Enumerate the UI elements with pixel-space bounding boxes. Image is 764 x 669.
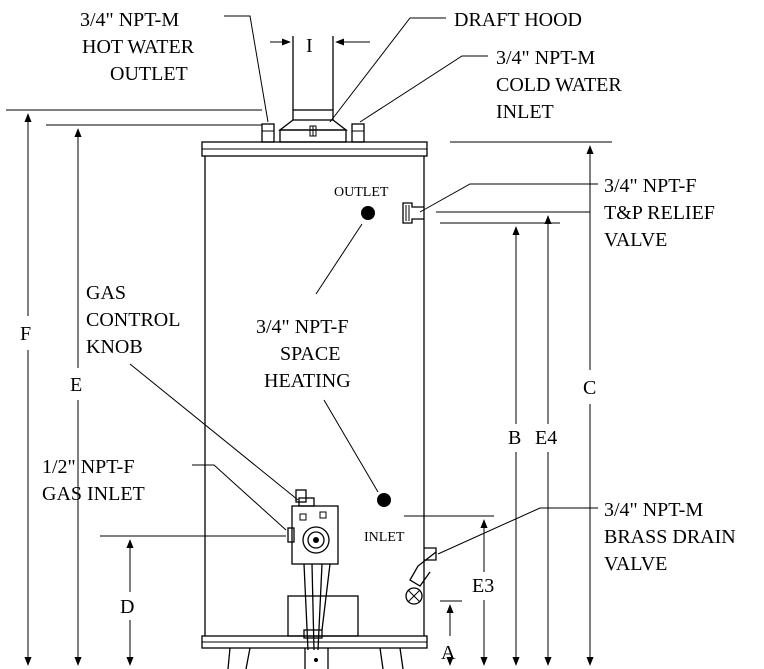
brass-drain-valve [405, 547, 437, 605]
svg-text:CONTROL: CONTROL [86, 309, 180, 331]
svg-text:3/4" NPT-F: 3/4" NPT-F [256, 316, 348, 338]
svg-text:3/4" NPT-F: 3/4" NPT-F [604, 175, 696, 197]
tank [201, 141, 428, 669]
label-draft-hood: DRAFT HOOD [454, 9, 582, 31]
dimension-e4: E4 [535, 215, 557, 666]
label-tp-relief-valve: 3/4" NPT-F T&P RELIEF VALVE [604, 175, 715, 251]
leader-cold-inlet [359, 55, 488, 123]
label-cold-water-inlet: 3/4" NPT-M COLD WATER INLET [496, 47, 622, 123]
label-dim-b: B [508, 427, 521, 449]
dimension-c: C [583, 145, 596, 666]
svg-text:GAS: GAS [86, 282, 126, 304]
leader-hot-outlet [224, 15, 269, 123]
dimension-b: B [508, 226, 521, 666]
svg-text:GAS INLET: GAS INLET [42, 483, 145, 505]
leader-gas-knob [129, 363, 299, 501]
label-dim-e: E [70, 374, 82, 396]
dimension-i: I [270, 35, 370, 57]
inlet-port [377, 493, 391, 507]
label-brass-drain-valve: 3/4" NPT-M BRASS DRAIN VALVE [604, 499, 736, 575]
gas-control-knob-dial [302, 526, 330, 554]
svg-text:INLET: INLET [496, 101, 554, 123]
label-dim-a: A [441, 642, 456, 664]
label-dim-e4: E4 [535, 427, 557, 449]
svg-text:COLD WATER: COLD WATER [496, 74, 622, 96]
label-dim-e3: E3 [472, 575, 494, 597]
tp-relief-valve [402, 202, 424, 224]
dimension-d: D [120, 539, 134, 666]
leg-right [379, 647, 404, 669]
dimension-e3: E3 [472, 519, 494, 666]
dimension-f: F [20, 113, 32, 666]
label-dim-f: F [20, 323, 31, 345]
svg-text:SPACE: SPACE [280, 343, 340, 365]
svg-text:3/4" NPT-M: 3/4" NPT-M [604, 499, 703, 521]
label-gas-control-knob: GAS CONTROL KNOB [86, 282, 180, 358]
label-outlet: OUTLET [334, 185, 389, 200]
dimension-a: A [441, 604, 456, 666]
svg-text:HEATING: HEATING [264, 370, 351, 392]
label-dim-i: I [306, 35, 313, 57]
leg-center [304, 648, 329, 669]
leader-draft-hood [329, 17, 446, 123]
svg-text:VALVE: VALVE [604, 229, 667, 251]
leader-tp-valve [419, 183, 598, 213]
label-dim-c: C [583, 377, 596, 399]
svg-text:OUTLET: OUTLET [110, 63, 188, 85]
gas-control-valve [287, 489, 359, 651]
leader-space-heating-outlet [315, 223, 363, 295]
label-space-heating: 3/4" NPT-F SPACE HEATING [256, 316, 351, 392]
svg-text:BRASS DRAIN: BRASS DRAIN [604, 526, 736, 548]
hot-outlet-nipple [261, 123, 275, 143]
label-inlet: INLET [364, 530, 405, 545]
leader-space-heating-inlet [323, 399, 379, 493]
svg-text:3/4" NPT-M: 3/4" NPT-M [80, 9, 179, 31]
leg-left [227, 647, 251, 669]
svg-text:VALVE: VALVE [604, 553, 667, 575]
outlet-port [361, 206, 375, 220]
svg-text:KNOB: KNOB [86, 336, 143, 358]
label-dim-d: D [120, 596, 134, 618]
svg-text:1/2" NPT-F: 1/2" NPT-F [42, 456, 134, 478]
svg-text:HOT WATER: HOT WATER [82, 36, 195, 58]
label-gas-inlet: 1/2" NPT-F GAS INLET [42, 456, 145, 505]
svg-text:3/4" NPT-M: 3/4" NPT-M [496, 47, 595, 69]
leader-drain-valve [437, 507, 598, 555]
draft-hood-assembly [278, 36, 348, 143]
cold-inlet-nipple [351, 123, 365, 143]
label-hot-water-outlet: 3/4" NPT-M HOT WATER OUTLET [80, 9, 195, 85]
svg-text:T&P RELIEF: T&P RELIEF [604, 202, 715, 224]
leader-gas-inlet [192, 464, 287, 531]
dimension-e: E [70, 128, 82, 666]
